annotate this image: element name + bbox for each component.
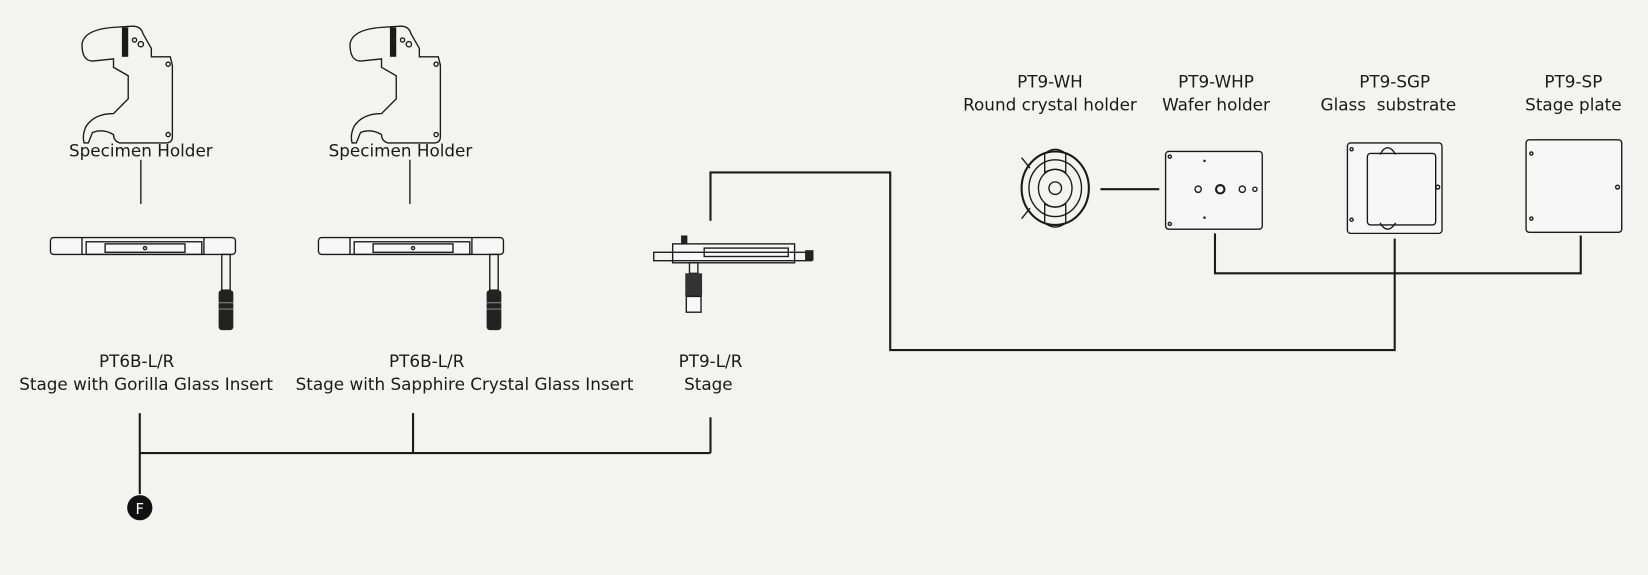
stage-model: PT9-L/R [679, 351, 743, 371]
specimen-holder-1: Specimen Holder [69, 25, 213, 161]
round-holder-drawing [1020, 148, 1090, 228]
accessory-name: Stage plate [1525, 94, 1621, 114]
stage-drawing [653, 235, 814, 313]
marker-label: F [136, 501, 144, 518]
accessory-model: PT9-WHP [1178, 71, 1254, 91]
stage-pt9: PT9-L/R Stage [653, 235, 814, 394]
accessory-model: PT9-SGP [1359, 71, 1430, 91]
specimen-holder-drawing [81, 25, 174, 144]
accessory-wafer-holder: PT9-WHP Wafer holder [1162, 71, 1270, 230]
stage-pt6b-gorilla: PT6B-L/R Stage with Gorilla Glass Insert [19, 236, 273, 394]
stage-name: Stage with Sapphire Crystal Glass Insert [296, 374, 634, 394]
accessory-model: PT9-WH [1017, 71, 1083, 91]
connector-line [1213, 233, 1582, 275]
specimen-holder-drawing [349, 25, 442, 144]
accessory-round-crystal-holder: PT9-WH Round crystal holder [963, 71, 1137, 228]
stage-model: PT6B-L/R [99, 351, 175, 371]
stage-drawing [49, 236, 237, 331]
stage-plate-drawing [1525, 139, 1623, 234]
accessory-name: Wafer holder [1162, 94, 1270, 114]
stage-name: Stage [684, 374, 733, 394]
stage-model: PT6B-L/R [389, 351, 465, 371]
accessory-glass-substrate: PT9-SGP Glass substrate [1321, 71, 1457, 235]
stage-drawing [317, 236, 505, 331]
specimen-holder-2: Specimen Holder [329, 25, 473, 161]
glass-substrate-drawing [1346, 142, 1443, 235]
accessory-model: PT9-SP [1544, 71, 1602, 91]
connector-line [709, 171, 1396, 352]
marker-f: F [127, 495, 153, 521]
accessory-stage-plate: PT9-SP Stage plate [1525, 71, 1623, 234]
stage-name: Stage with Gorilla Glass Insert [19, 374, 273, 394]
wafer-holder-drawing [1164, 150, 1263, 230]
specimen-holder-label: Specimen Holder [69, 141, 213, 161]
bottom-connectors [138, 413, 712, 495]
stage-pt6b-sapphire: PT6B-L/R Stage with Sapphire Crystal Gla… [296, 236, 634, 394]
accessory-name: Glass substrate [1321, 94, 1457, 114]
marker-circle-icon [127, 495, 153, 521]
accessory-name: Round crystal holder [963, 94, 1137, 114]
specimen-holder-label: Specimen Holder [329, 141, 473, 161]
